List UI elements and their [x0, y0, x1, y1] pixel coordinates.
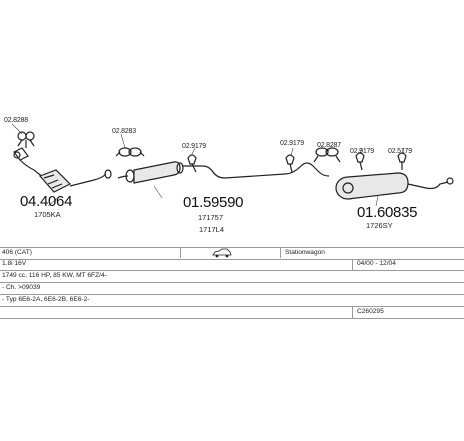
body-type: Stationwagon [285, 249, 325, 256]
middle-pipe-inlet [117, 175, 129, 179]
part-code: 02.9179 [280, 140, 304, 147]
part-code: 02.9179 [182, 143, 206, 150]
middle-pipe [183, 162, 330, 179]
column-divider [180, 247, 181, 258]
spec-row-engine: 1.8i 16V 04/00 - 12/04 [0, 259, 464, 271]
engine-details: 1749 cc, 116 HP, 85 KW, MT 6FZ/4- [2, 272, 107, 279]
spec-row-model: 406 (CAT) Stationwagon [0, 247, 464, 260]
hanger-2 [285, 154, 295, 173]
hanger-3 [355, 152, 365, 171]
front-pipe [19, 159, 45, 179]
chassis-range: - Ch. >09039 [2, 284, 41, 291]
part-code: 02.5179 [388, 148, 412, 155]
engine-codes: - Typ 6E6-2A, 6E6-2B, 6E6-2- [2, 296, 90, 303]
reference-code: C260295 [357, 308, 384, 315]
clamp-1 [17, 131, 35, 148]
column-divider [352, 307, 353, 318]
part-sub-number: 1726SY [366, 221, 393, 230]
part-sub-number: 1705KA [34, 210, 61, 219]
spec-row-engine-codes: - Typ 6E6-2A, 6E6-2B, 6E6-2- [0, 295, 464, 307]
spec-row-details: 1749 cc, 116 HP, 85 KW, MT 6FZ/4- [0, 271, 464, 283]
part-sub-number: 171757 [198, 213, 224, 222]
spec-row-chassis: - Ch. >09039 [0, 283, 464, 295]
spec-row-reference: C260295 [0, 307, 464, 319]
column-divider [352, 259, 353, 270]
clamp-2 [115, 147, 145, 157]
hanger-1 [187, 154, 197, 173]
part-number: 04.4064 [20, 193, 73, 210]
part-sub-number: 1717L4 [199, 225, 225, 234]
model-name: 406 (CAT) [2, 249, 32, 256]
part-code: 02.8287 [317, 142, 341, 149]
clamp-3 [313, 147, 341, 163]
cat-outlet-pipe [69, 173, 107, 187]
exhaust-system-drawing [11, 123, 454, 207]
part-code: 02.8283 [112, 128, 136, 135]
part-code: 02.8288 [4, 117, 28, 124]
hanger-4 [397, 152, 407, 170]
part-code: 02.9179 [350, 148, 374, 155]
column-divider [280, 247, 281, 258]
part-number: 01.60835 [357, 204, 418, 221]
tail-pipe [407, 181, 449, 190]
exhaust-diagram: 02.8288 02.8283 02.9179 02.9179 02.8287 … [4, 117, 454, 234]
middle-silencer [133, 161, 181, 184]
engine: 1.8i 16V [2, 260, 27, 267]
car-silhouette-icon [212, 248, 232, 260]
production-period: 04/00 - 12/04 [357, 260, 396, 267]
rear-silencer [347, 172, 409, 200]
part-number: 01.59590 [183, 194, 244, 211]
